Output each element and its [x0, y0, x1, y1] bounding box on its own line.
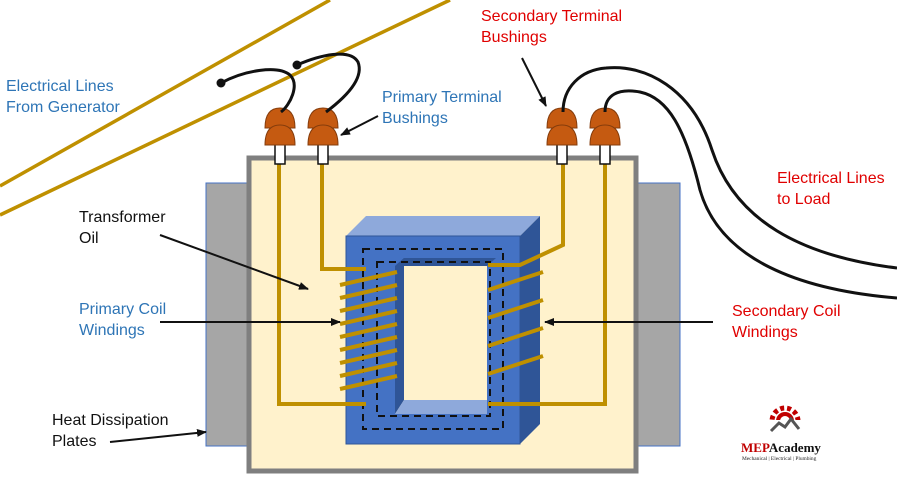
- tap-point: [216, 78, 226, 88]
- secondary-winding-leads: [488, 158, 607, 406]
- arrow-transformer-oil: [159, 234, 309, 290]
- label-primary-windings: Primary Coil Windings: [79, 299, 166, 341]
- label-line: Electrical Lines: [6, 78, 114, 95]
- primary-bushings: [264, 107, 339, 165]
- label-line: Electrical Lines: [777, 170, 885, 187]
- primary-coil: [339, 270, 398, 391]
- logo-tagline: Mechanical | Electrical | Plumbing: [742, 456, 817, 462]
- label-secondary-windings: Secondary Coil Windings: [732, 301, 841, 343]
- label-line: Heat Dissipation: [52, 412, 169, 429]
- secondary-coil: [487, 270, 544, 376]
- arrow-secondary-bushings: [521, 57, 547, 107]
- label-line: Bushings: [481, 29, 547, 46]
- heat-dissipation-plates: [205, 182, 681, 447]
- label-line: to Load: [777, 191, 831, 208]
- gear-icon: [768, 405, 802, 438]
- label-transformer-oil: Transformer Oil: [79, 207, 166, 249]
- label-line: Transformer: [79, 209, 166, 226]
- label-line: Bushings: [382, 110, 448, 127]
- callout-arrows: [109, 57, 713, 443]
- label-line: From Generator: [6, 99, 120, 116]
- generator-lines: [0, 0, 451, 217]
- label-line: Oil: [79, 230, 99, 247]
- primary-winding-leads: [277, 158, 366, 406]
- label-load-lines: Electrical Lines to Load: [777, 168, 885, 210]
- logo-brand: MEPAcademy: [741, 440, 821, 456]
- tap-point: [292, 60, 302, 70]
- secondary-bushings: [546, 107, 621, 165]
- label-line: Secondary Terminal: [481, 8, 623, 25]
- label-primary-bushings: Primary Terminal Bushings: [382, 87, 502, 129]
- label-line: Primary Terminal: [382, 89, 502, 106]
- arrow-heat-plates: [109, 428, 207, 443]
- label-heat-plates: Heat Dissipation Plates: [52, 410, 169, 452]
- label-line: Windings: [79, 322, 145, 339]
- load-cable: [561, 66, 897, 300]
- primary-tap-wires: [220, 52, 361, 114]
- label-line: Primary Coil: [79, 301, 167, 318]
- label-line: Secondary Coil: [732, 303, 841, 320]
- label-secondary-bushings: Secondary Terminal Bushings: [481, 6, 622, 48]
- label-line: Plates: [52, 433, 97, 450]
- logo-brand-academy: Academy: [768, 440, 821, 455]
- arrow-primary-bushings: [340, 115, 379, 136]
- logo-brand-mep: MEP: [741, 440, 769, 455]
- label-generator-lines: Electrical Lines From Generator: [6, 76, 120, 118]
- label-line: Windings: [732, 324, 798, 341]
